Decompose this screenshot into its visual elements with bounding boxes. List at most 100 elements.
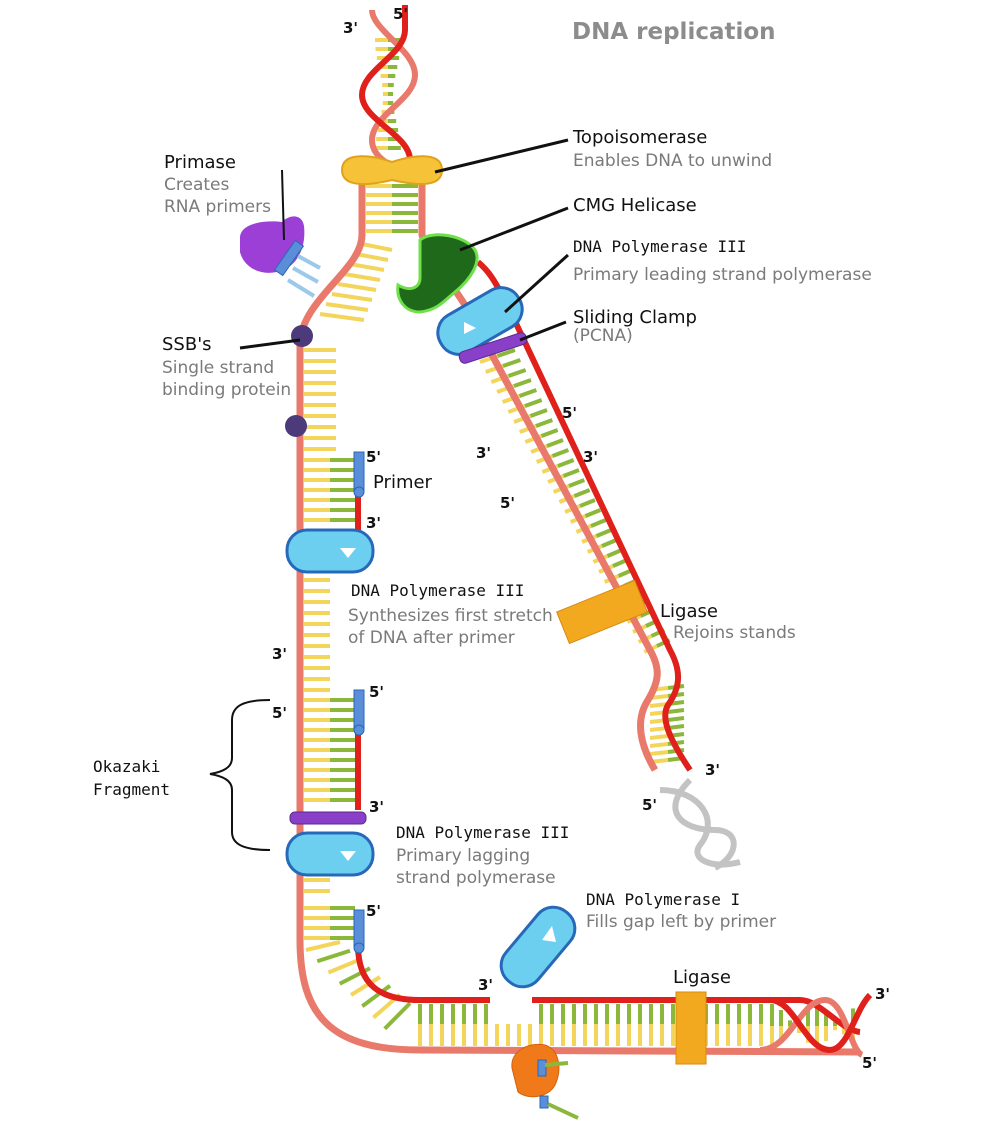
ssbs-desc-2: binding protein [162, 380, 291, 400]
diagram-title: DNA replication [572, 19, 776, 45]
sliding-clamp-desc: (PCNA) [573, 326, 633, 346]
base-pair [349, 975, 382, 997]
end-frag-5-left: 5' [272, 704, 287, 722]
pol3-lagging-desc-1: Primary lagging [396, 846, 530, 866]
base-pair [573, 488, 591, 498]
base-pair [649, 742, 669, 748]
pol3-lagging-label: DNA Polymerase III [396, 823, 569, 842]
end-bottom-right-3: 3' [875, 985, 890, 1003]
sliding-clamp-label: Sliding Clamp [573, 307, 697, 328]
base-pair [667, 708, 685, 714]
pol3-leading-desc: Primary leading strand polymerase [573, 265, 872, 285]
primers [353, 451, 365, 954]
base-pair [513, 378, 532, 388]
base-pair [507, 368, 527, 378]
base-pair [327, 957, 361, 975]
base-pair [595, 528, 612, 538]
pol1-label: DNA Polymerase I [586, 890, 740, 909]
end-frag-5-right: 5' [369, 683, 384, 701]
base-pair [535, 418, 554, 428]
base-pair [649, 734, 669, 740]
topoisomerase-label: Topoisomerase [572, 127, 707, 148]
ssbs-desc-1: Single strand [162, 358, 274, 378]
end-frag-3: 3' [369, 798, 384, 816]
base-pair [546, 438, 564, 448]
ligase-top-label: Ligase [660, 601, 718, 622]
base-pair [568, 478, 586, 488]
new-strands [355, 259, 861, 1035]
pol3-first-label: DNA Polymerase III [351, 581, 524, 600]
primase-desc-1: Creates [164, 175, 229, 195]
base-pair [518, 388, 538, 398]
end-bottom-right-5: 5' [862, 1054, 877, 1072]
base-pair [590, 518, 607, 528]
base-pair [557, 458, 575, 468]
base-pair [349, 262, 385, 272]
end-tail-5: 5' [642, 796, 657, 814]
okazaki-label-1: Okazaki [93, 757, 160, 776]
end-tail-3: 3' [705, 761, 720, 779]
base-pair [325, 302, 369, 312]
base-pair [355, 252, 389, 262]
pol3-leading-label: DNA Polymerase III [573, 237, 746, 256]
base-pair [579, 498, 596, 508]
base-pair [562, 468, 580, 478]
primase-desc-2: RNA primers [164, 197, 271, 217]
base-pair [540, 428, 559, 438]
base-pair [551, 448, 570, 458]
primase [240, 169, 321, 298]
base-pair [601, 538, 618, 548]
pol3-first-desc-2: of DNA after primer [348, 628, 515, 648]
end-gap-3: 3' [478, 976, 493, 994]
ssbs-label: SSB's [162, 334, 212, 355]
end-leading-5a: 5' [562, 404, 577, 422]
end-leading-3b: 3' [583, 448, 598, 466]
base-pair [361, 242, 393, 252]
pol3-lagging [285, 811, 375, 877]
ligase-top [556, 579, 648, 645]
base-pair [496, 348, 516, 358]
faded-helix [659, 777, 741, 871]
end-primer1-3: 3' [366, 514, 381, 532]
okazaki-label-2: Fragment [93, 780, 170, 799]
base-pair [361, 984, 392, 1008]
base-pair [305, 940, 341, 952]
end-leading-5b: 5' [500, 494, 515, 512]
base-pair [612, 558, 628, 568]
base-pair [649, 750, 669, 756]
topoisomerase [340, 155, 444, 186]
primase-label: Primase [164, 152, 236, 173]
base-pair [529, 408, 548, 418]
base-pair [316, 948, 351, 964]
base-pairs [304, 38, 855, 1046]
base-pair [319, 312, 365, 322]
okazaki-brace [209, 699, 271, 851]
base-pair [343, 272, 381, 282]
base-pair [606, 548, 623, 558]
leader-lines [239, 138, 570, 350]
base-pair [584, 508, 602, 518]
end-lag-3: 3' [272, 645, 287, 663]
pol1-desc: Fills gap left by primer [586, 912, 776, 932]
end-top-right: 5' [393, 5, 408, 23]
pol3-lagging-desc-2: strand polymerase [396, 868, 556, 888]
base-pair [667, 716, 685, 722]
pol3-first [285, 528, 375, 574]
base-pair [524, 398, 543, 408]
cmg-helicase [396, 233, 479, 314]
bottom-primase [511, 1043, 579, 1120]
base-pair [383, 1001, 412, 1031]
topoisomerase-desc: Enables DNA to unwind [573, 151, 772, 171]
pol1 [499, 905, 577, 989]
base-pair [331, 292, 373, 302]
ligase-bottom [675, 991, 707, 1065]
end-primer3-5: 5' [366, 902, 381, 920]
primer-label: Primer [373, 472, 433, 493]
end-primer1-5: 5' [366, 448, 381, 466]
base-pair [337, 282, 377, 292]
ligase-top-desc: Rejoins stands [673, 623, 796, 643]
end-leading-3a: 3' [476, 444, 491, 462]
end-top-left: 3' [343, 19, 358, 37]
base-pair [502, 358, 521, 368]
